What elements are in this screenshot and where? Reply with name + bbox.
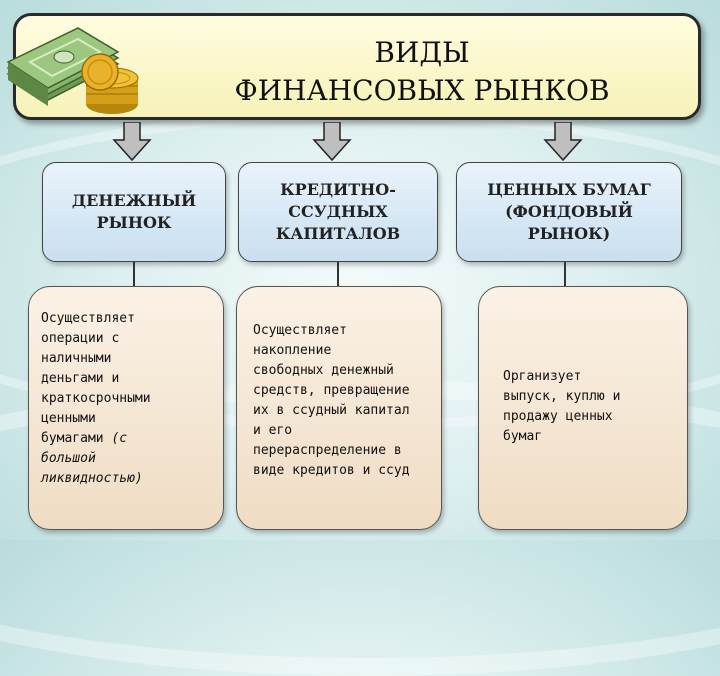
heading-line: ССУДНЫХ xyxy=(288,202,388,221)
description-money-market: Осуществляет операции с наличными деньга… xyxy=(28,286,224,530)
heading-line: ДЕНЕЖНЫЙ xyxy=(71,191,197,210)
description-line: операции с xyxy=(41,331,120,346)
description-italic: большой xyxy=(41,451,96,466)
description-line: и его xyxy=(253,423,293,438)
heading-line: КРЕДИТНО- xyxy=(280,180,396,199)
description-italic: ликвидностью) xyxy=(41,471,143,486)
description-line: свободных денежный xyxy=(253,363,394,378)
description-line: ценными xyxy=(41,411,96,426)
heading-money-market: ДЕНЕЖНЫЙ РЫНОК xyxy=(42,162,226,262)
connector-line xyxy=(337,262,339,286)
down-arrow-icon xyxy=(112,122,152,162)
banknotes-icon xyxy=(6,27,120,106)
diagram-title: ВИДЫ ФИНАНСОВЫХ РЫНКОВ xyxy=(166,34,678,110)
description-line: их в ссудный капитал xyxy=(253,403,410,418)
heading-line: КАПИТАЛОВ xyxy=(275,224,401,243)
title-box: ВИДЫ ФИНАНСОВЫХ РЫНКОВ xyxy=(13,13,701,120)
heading-line: РЫНОК xyxy=(96,213,172,232)
title-line-1: ВИДЫ xyxy=(374,36,470,69)
heading-line: ЦЕННЫХ БУМАГ xyxy=(487,180,651,199)
title-line-2: ФИНАНСОВЫХ РЫНКОВ xyxy=(234,74,610,107)
description-line: наличными xyxy=(41,351,112,366)
down-arrow-icon xyxy=(312,122,352,162)
description-line: краткосрочными xyxy=(41,391,151,406)
description-italic: (с xyxy=(111,431,128,446)
description-line: Осуществляет xyxy=(253,323,347,338)
description-line: накопление xyxy=(253,343,332,358)
down-arrow-icon xyxy=(543,122,583,162)
description-line: перераспределение в xyxy=(253,443,402,458)
money-stack-icon xyxy=(6,27,139,114)
description-line: продажу ценных xyxy=(503,409,613,424)
description-line: Осуществляет xyxy=(41,311,135,326)
description-line: Организует xyxy=(503,369,582,384)
description-line: деньгами и xyxy=(41,371,120,386)
coin-stack-icon xyxy=(81,53,139,114)
description-credit-market: Осуществляет накопление свободных денежн… xyxy=(236,286,442,530)
heading-securities-market: ЦЕННЫХ БУМАГ (ФОНДОВЫЙ РЫНОК) xyxy=(456,162,682,262)
description-line: выпуск, куплю и xyxy=(503,389,621,404)
description-line: виде кредитов и ссуд xyxy=(253,463,410,478)
description-line: бумаг xyxy=(503,429,543,444)
connector-line xyxy=(133,262,135,286)
description-line: средств, превращение xyxy=(253,383,410,398)
description-securities-market: Организует выпуск, куплю и продажу ценны… xyxy=(478,286,688,530)
heading-line: (ФОНДОВЫЙ xyxy=(505,202,633,221)
connector-line xyxy=(564,262,566,286)
description-line: бумагами xyxy=(41,431,112,446)
heading-credit-market: КРЕДИТНО- ССУДНЫХ КАПИТАЛОВ xyxy=(238,162,438,262)
heading-line: РЫНОК) xyxy=(527,224,611,243)
